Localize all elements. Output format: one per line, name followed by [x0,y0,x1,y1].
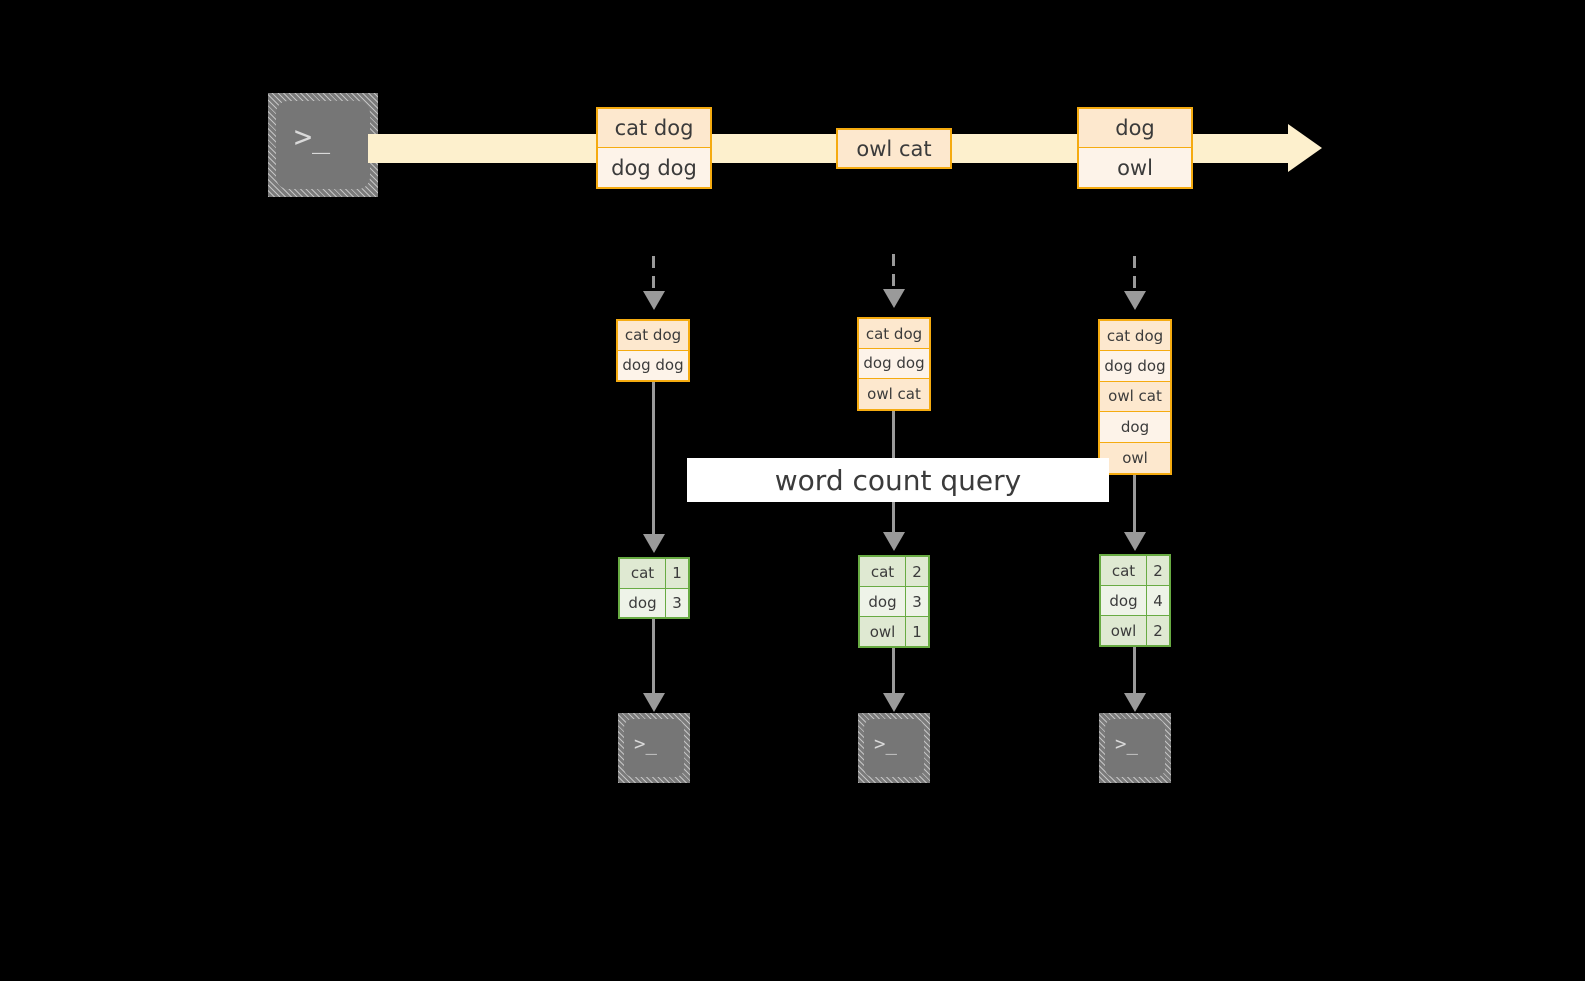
snapshot-1-query-line [652,382,655,537]
table-row: cat 1 [620,559,688,589]
snapshot-3-tap-arrowhead [1124,291,1146,310]
snapshot-1-result-table: cat 1 dog 3 [618,557,690,619]
snapshot-3-query-arrowhead [1124,532,1146,551]
result-count: 3 [906,587,928,616]
result-word: dog [860,587,906,616]
snapshot-2-input-line: owl cat [859,378,929,409]
snapshot-2-sink-terminal-icon: >_ [858,713,930,783]
table-row: cat 2 [860,557,928,587]
snapshot-3-tap-dashed-line [1133,256,1136,294]
snapshot-1-input-line: dog dog [618,350,688,380]
terminal-body [864,719,924,777]
snapshot-3-input-line: cat dog [1100,321,1170,352]
table-row: dog 4 [1101,586,1169,616]
table-row: owl 1 [860,617,928,646]
snapshot-3-input-line: dog dog [1100,351,1170,382]
snapshot-3-result-table: cat 2 dog 4 owl 2 [1099,554,1171,647]
snapshot-3-sink-line [1133,647,1136,696]
terminal-body [624,719,684,777]
terminal-prompt-glyph: >_ [294,120,331,155]
result-word: cat [620,559,666,588]
result-count: 1 [906,617,928,646]
snapshot-1-input-line: cat dog [618,321,688,351]
result-word: owl [1101,616,1147,645]
snapshot-2-sink-line [892,648,895,696]
snapshot-3-input-line: owl [1100,442,1170,473]
source-terminal-icon: >_ [268,93,378,197]
snapshot-3-sink-terminal-icon: >_ [1099,713,1171,783]
stream-record-line: dog dog [598,148,710,187]
snapshot-2-sink-arrowhead [883,693,905,712]
snapshot-3-sink-arrowhead [1124,693,1146,712]
result-word: cat [1101,556,1147,585]
event-stream-arrowhead [1288,124,1325,172]
result-count: 2 [906,557,928,586]
table-row: dog 3 [620,588,688,617]
snapshot-1-sink-terminal-icon: >_ [618,713,690,783]
snapshot-1-input-stack: cat dog dog dog [616,319,690,382]
snapshot-2-query-arrowhead [883,532,905,551]
result-count: 2 [1147,616,1169,645]
stream-record-line: cat dog [598,109,710,148]
result-word: cat [860,557,906,586]
query-label: word count query [687,458,1109,502]
stream-record-group-1: cat dog dog dog [596,107,712,189]
snapshot-2-result-table: cat 2 dog 3 owl 1 [858,555,930,648]
result-count: 3 [666,588,688,617]
snapshot-3-input-line: owl cat [1100,381,1170,413]
result-count: 4 [1147,586,1169,615]
table-row: cat 2 [1101,556,1169,586]
snapshot-1-tap-arrowhead [643,291,665,310]
snapshot-2-tap-arrowhead [883,289,905,308]
result-count: 2 [1147,556,1169,585]
snapshot-3-input-line: dog [1100,412,1170,443]
snapshot-2-input-line: dog dog [859,349,929,379]
snapshot-3-input-stack: cat dog dog dog owl cat dog owl [1098,319,1172,475]
terminal-body [276,101,370,189]
table-row: dog 3 [860,587,928,617]
stream-record-group-2: owl cat [836,128,952,169]
snapshot-2-input-stack: cat dog dog dog owl cat [857,317,931,411]
snapshot-2-input-line: cat dog [859,319,929,349]
result-word: dog [620,588,666,617]
terminal-prompt-glyph: >_ [1115,733,1138,755]
snapshot-1-tap-dashed-line [652,256,655,294]
snapshot-1-query-arrowhead [643,534,665,553]
result-count: 1 [666,559,688,588]
snapshot-1-sink-line [652,619,655,696]
terminal-body [1105,719,1165,777]
result-word: dog [1101,586,1147,615]
stream-record-line: owl [1079,148,1191,187]
result-word: owl [860,617,906,646]
table-row: owl 2 [1101,616,1169,645]
stream-record-group-3: dog owl [1077,107,1193,189]
terminal-prompt-glyph: >_ [874,733,897,755]
snapshot-2-tap-dashed-line [892,254,895,292]
snapshot-1-sink-arrowhead [643,693,665,712]
stream-record-line: dog [1079,109,1191,148]
terminal-prompt-glyph: >_ [634,733,657,755]
stream-record-line: owl cat [838,130,950,167]
snapshot-3-query-line [1133,475,1136,536]
